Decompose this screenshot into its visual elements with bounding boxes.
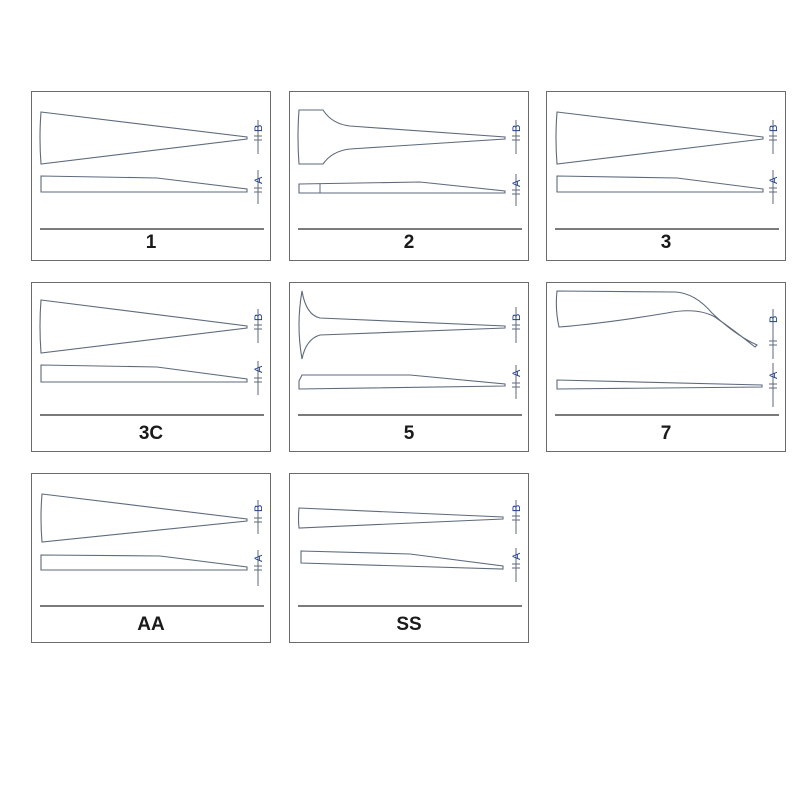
dimension-a-label: A <box>253 176 265 184</box>
tip-top-view <box>297 507 504 529</box>
tip-label: SS <box>396 614 422 635</box>
tip-side-view <box>556 175 764 193</box>
dimension-b-label: B <box>511 505 523 512</box>
tip-side-view <box>40 364 248 383</box>
tip-top-view <box>40 493 248 543</box>
tip-card-ss: B A SS <box>289 473 529 643</box>
tip-drawing-ss: B A <box>297 500 523 607</box>
tip-drawing-1: B A <box>39 111 265 230</box>
tip-side-view <box>298 181 506 194</box>
tip-card-1: B A 1 <box>31 91 271 261</box>
tip-drawing-5: B A <box>298 290 523 416</box>
tip-drawing-3: B A <box>555 111 780 230</box>
dimension-a-label: A <box>511 552 523 560</box>
tip-drawing-2: B A <box>297 109 523 230</box>
dimension-b-label: B <box>511 125 523 132</box>
tip-top-view <box>297 109 506 165</box>
tip-top-view <box>555 111 764 165</box>
tip-side-view <box>298 374 506 390</box>
dimension-a-label: A <box>768 176 780 184</box>
tip-label: AA <box>137 614 165 635</box>
tip-top-view <box>555 290 758 348</box>
tip-card-aa: B A AA <box>31 473 271 643</box>
dimension-b-label: B <box>253 505 265 512</box>
tip-card-2: B A 2 <box>289 91 529 261</box>
tip-label: 3C <box>138 423 164 444</box>
dimension-a-label: A <box>253 365 265 373</box>
dimension-b-label: B <box>768 316 780 323</box>
tip-drawing-aa: B A <box>40 493 265 607</box>
tip-top-view <box>39 299 248 354</box>
tip-top-view <box>298 290 506 360</box>
tip-label: 3 <box>660 232 672 253</box>
dimension-b-label: B <box>768 125 780 132</box>
dimension-b-label: B <box>253 314 265 321</box>
dimension-a-label: A <box>511 369 523 377</box>
tip-card-5: B A 5 <box>289 282 529 452</box>
dimension-a-label: A <box>511 179 523 187</box>
tip-side-view <box>300 550 504 570</box>
tip-label: 1 <box>145 232 157 253</box>
tip-top-view <box>39 111 248 165</box>
tip-side-view <box>40 175 248 193</box>
tip-side-view <box>556 379 763 390</box>
tip-label: 2 <box>403 232 415 253</box>
tip-label: 7 <box>660 423 672 444</box>
dimension-a-label: A <box>768 371 780 379</box>
dimension-b-label: B <box>253 125 265 132</box>
tip-drawing-3c: B A <box>39 299 265 416</box>
tip-card-7: B A 7 <box>546 282 786 452</box>
dimension-a-label: A <box>253 554 265 562</box>
tip-drawing-7: B A <box>555 290 780 416</box>
tip-side-view <box>40 554 248 571</box>
tip-card-3: B A 3 <box>546 91 786 261</box>
tip-label: 5 <box>403 423 415 444</box>
dimension-b-label: B <box>511 314 523 321</box>
tip-card-3c: B A 3C <box>31 282 271 452</box>
